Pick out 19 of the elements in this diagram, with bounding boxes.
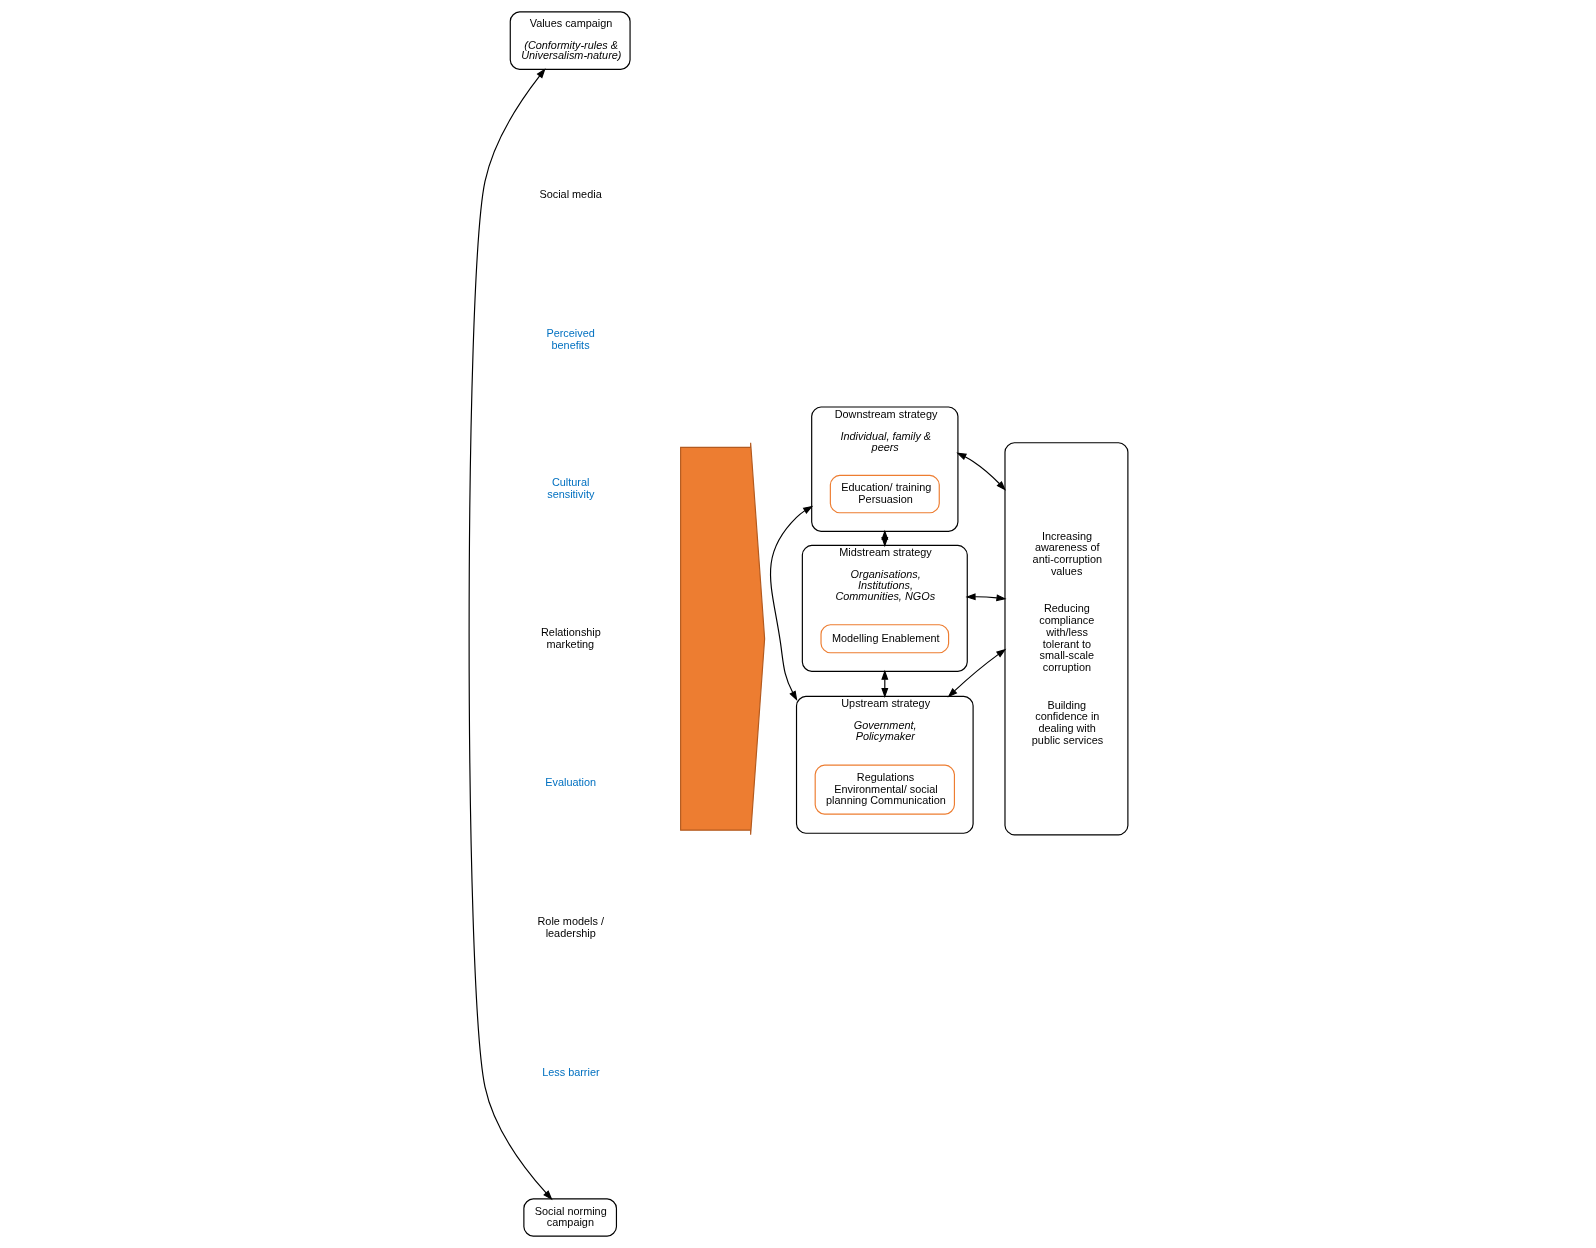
node-box: Increasing awareness of anti-corruption values Reducing compliance with/less tolerant to small-scale corruption Building confidence in dealing with public services [1003,442,1128,836]
label: Evaluation [544,776,596,789]
arrow [769,505,813,701]
label: Less barrier [541,1065,600,1078]
node-box: Education/ training Persuasion [829,474,940,514]
arrow [947,648,1006,698]
arrow [955,452,1006,491]
label: Relationship marketing [540,625,601,650]
node-box: Values campaign (Conformity-rules & Universalism-nature) [509,11,631,70]
label: Role models / leadership [536,915,604,939]
label: Cultural sensitivity [546,476,594,501]
node-box: Regulations Environmental/ social planning Communication [814,764,955,815]
node-arrow [679,442,765,836]
arrow [965,593,1007,602]
label: Social media [538,188,602,201]
label: Perceived benefits [545,327,595,351]
node-box: Modelling Enablement [819,624,949,654]
node-box: Social norming campaign [522,1198,617,1237]
arrow [468,68,553,1201]
